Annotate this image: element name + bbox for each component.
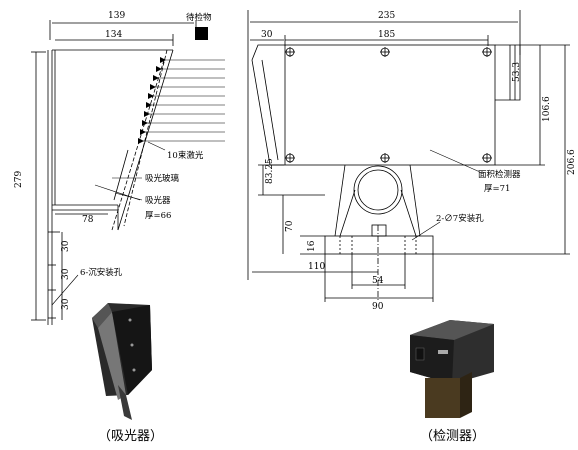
dim-90: 90 xyxy=(372,302,384,312)
dim-134: 134 xyxy=(105,30,122,40)
detector-label: 面积检测器 xyxy=(478,169,521,180)
dim-70: 70 xyxy=(285,220,295,232)
laser-label: 10束激光 xyxy=(167,150,204,161)
absorber-photo xyxy=(92,303,152,420)
dim-53-3: 53.3 xyxy=(512,62,522,82)
object-label: 待检物 xyxy=(186,12,212,23)
absorber-label: 吸光器 xyxy=(145,195,171,206)
dim-185: 185 xyxy=(378,30,395,40)
dim-16: 16 xyxy=(307,240,317,252)
absorber-hole-label: 6-沉安装孔 xyxy=(80,267,123,278)
dim-30-b: 30 xyxy=(61,268,71,280)
glass-label: 吸光玻璃 xyxy=(145,173,180,184)
detector-photo xyxy=(410,320,494,418)
dim-54: 54 xyxy=(372,276,384,286)
absorber-caption: （吸光器） xyxy=(98,429,163,444)
dim-30-a: 30 xyxy=(61,240,71,252)
absorber-thickness: 厚=66 xyxy=(145,211,171,221)
dim-235: 235 xyxy=(378,11,395,21)
laser-beams xyxy=(138,59,225,142)
detector-drawing xyxy=(247,10,570,302)
laser-arrowheads xyxy=(138,57,166,144)
dim-139: 139 xyxy=(108,11,125,21)
dim-78: 78 xyxy=(82,215,94,225)
absorber-drawing xyxy=(31,20,197,325)
dim-30: 30 xyxy=(261,30,273,40)
dim-206-6: 206.6 xyxy=(567,149,577,175)
detector-leaders xyxy=(411,149,481,241)
dim-83-25: 83.25 xyxy=(265,158,275,184)
detector-caption: （检测器） xyxy=(420,429,485,444)
object-block xyxy=(195,27,208,40)
detector-hole-label: 2-∅7安装孔 xyxy=(436,213,484,224)
absorber-leaders xyxy=(51,141,166,306)
dim-30-c: 30 xyxy=(61,298,71,310)
dim-106-6: 106.6 xyxy=(542,96,552,122)
detector-thickness: 厚=71 xyxy=(484,184,510,194)
dim-279: 279 xyxy=(14,171,24,188)
dim-110: 110 xyxy=(308,262,325,272)
